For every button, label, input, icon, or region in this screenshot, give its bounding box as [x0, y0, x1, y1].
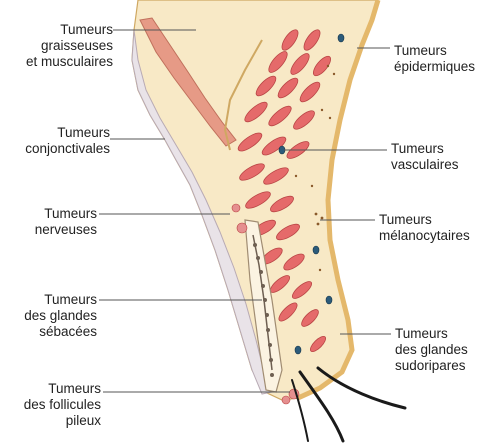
label-tumeurs-epidermiques: Tumeurs épidermiques	[394, 43, 476, 74]
label-tumeurs-conjonctivales: Tumeurs conjonctivales	[25, 125, 110, 156]
label-tumeurs-nerveuses: Tumeurs nerveuses	[34, 206, 97, 237]
eyelashes	[291, 366, 407, 443]
muscle-band	[139, 17, 237, 147]
label-tumeurs-melanocytaires: Tumeurs mélanocytaires	[379, 212, 470, 243]
blood-vessels	[278, 33, 345, 355]
septum	[223, 39, 263, 151]
melanocytes	[294, 64, 336, 272]
orbicularis-fibers	[237, 29, 332, 353]
label-tumeurs-vasculaires: Tumeurs vasculaires	[391, 141, 459, 172]
leader-lines-right	[284, 47, 391, 335]
label-tumeurs-glandes-sebacees: Tumeurs des glandes sébacées	[24, 292, 97, 339]
label-tumeurs-glandes-sudoripares: Tumeurs des glandes sudoripares	[395, 326, 468, 373]
conjunctiva	[131, 29, 273, 395]
label-tumeurs-graisseuses: Tumeurs graisseuses et musculaires	[25, 22, 113, 69]
leader-lines-left	[99, 29, 290, 393]
label-tumeurs-follicules-pileux: Tumeurs des follicules pileux	[23, 381, 101, 428]
